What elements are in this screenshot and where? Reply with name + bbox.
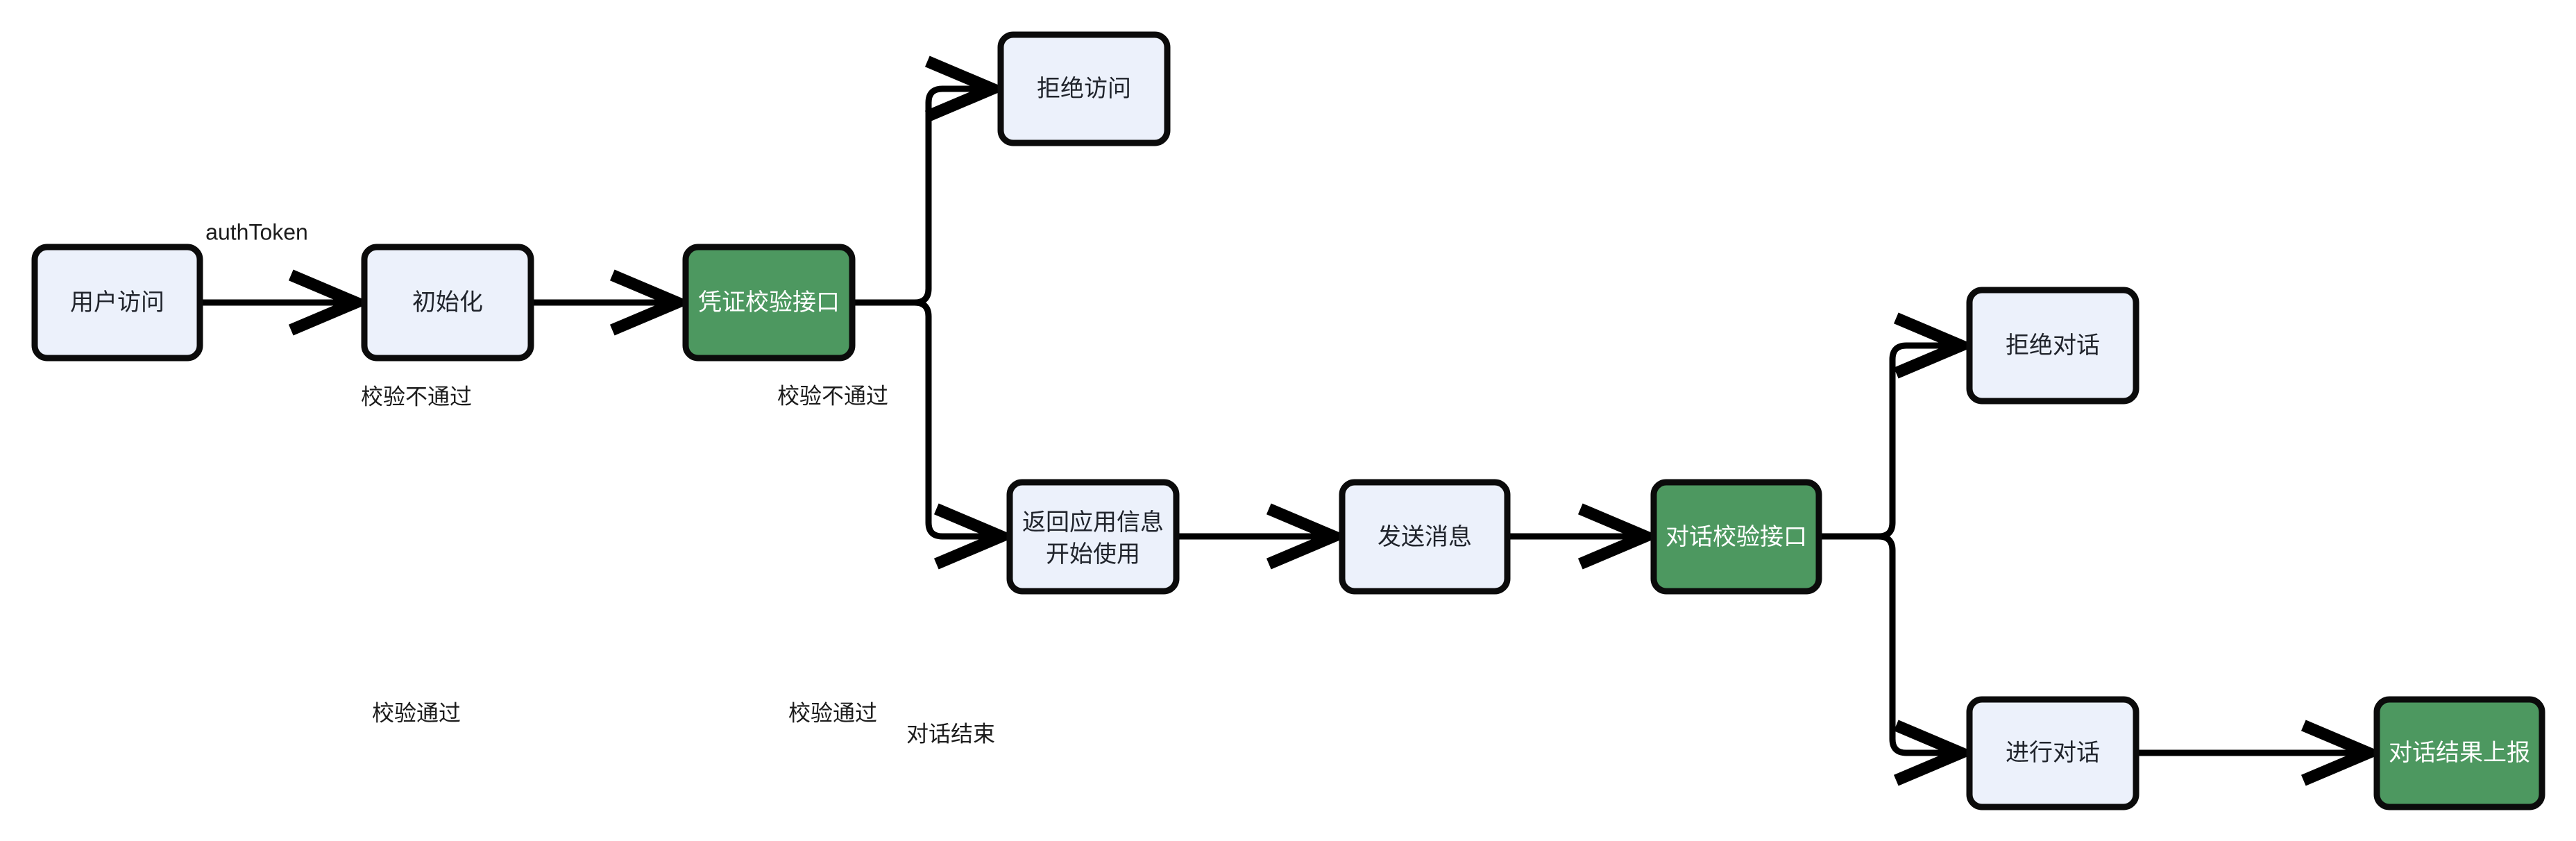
node-initialize-shape[interactable] — [361, 244, 534, 362]
edge-label-check-pass-dialog: 校验通过 — [788, 700, 877, 725]
node-user-access[interactable]: 用户访问 — [31, 244, 203, 362]
node-deny-dialog-shape[interactable] — [1966, 287, 2139, 405]
node-report-result-shape[interactable] — [2373, 696, 2545, 810]
edge-layer — [200, 89, 2368, 753]
node-deny-dialog[interactable]: 拒绝对话 — [1966, 287, 2139, 405]
node-deny-access-shape[interactable] — [997, 31, 1171, 146]
node-credential-api[interactable]: 凭证校验接口 — [682, 244, 856, 362]
node-layer: 用户访问 初始化 凭证校验接口 拒绝访问 返回应用信息 开始使用 — [31, 31, 2545, 810]
edge-label-check-fail-credential: 校验不通过 — [361, 384, 472, 409]
edge-credential-api-to-return-app-info — [914, 299, 1001, 536]
edge-label-check-fail-dialog: 校验不通过 — [777, 383, 888, 408]
node-dialog-check-api-shape[interactable] — [1650, 479, 1822, 595]
node-return-app-info-label-line2: 开始使用 — [1046, 541, 1140, 568]
node-deny-access[interactable]: 拒绝访问 — [997, 31, 1171, 146]
node-do-dialog-shape[interactable] — [1966, 696, 2139, 810]
node-user-access-shape[interactable] — [31, 244, 203, 362]
edge-label-check-pass-credential: 校验通过 — [372, 700, 461, 725]
edge-dialog-check-api-to-deny-dialog — [1878, 346, 1960, 540]
node-credential-api-shape[interactable] — [682, 244, 856, 362]
node-send-message[interactable]: 发送消息 — [1339, 479, 1511, 595]
node-dialog-check-api[interactable]: 对话校验接口 — [1650, 479, 1822, 595]
node-initialize-label: 初始化 — [412, 289, 483, 316]
edge-credential-api-to-deny-access — [914, 89, 992, 306]
node-user-access-label: 用户访问 — [70, 289, 164, 316]
node-report-result-label: 对话结果上报 — [2389, 740, 2530, 766]
node-do-dialog-label: 进行对话 — [2006, 740, 2100, 766]
node-credential-api-label: 凭证校验接口 — [698, 289, 840, 316]
node-initialize[interactable]: 初始化 — [361, 244, 534, 362]
node-send-message-label: 发送消息 — [1378, 524, 1472, 550]
node-deny-dialog-label: 拒绝对话 — [2006, 332, 2100, 359]
node-do-dialog[interactable]: 进行对话 — [1966, 696, 2139, 810]
node-send-message-shape[interactable] — [1339, 479, 1511, 595]
node-dialog-check-api-label: 对话校验接口 — [1666, 524, 1807, 550]
edge-label-auth-token: authToken — [205, 219, 308, 244]
node-return-app-info[interactable]: 返回应用信息 开始使用 — [1006, 479, 1180, 595]
node-return-app-info-label-line1: 返回应用信息 — [1022, 509, 1164, 536]
node-report-result[interactable]: 对话结果上报 — [2373, 696, 2545, 810]
node-deny-access-label: 拒绝访问 — [1037, 76, 1131, 102]
edge-label-layer: authToken 校验不通过 校验通过 校验不通过 校验通过 对话结束 — [205, 219, 995, 746]
edge-label-dialog-end: 对话结束 — [906, 721, 995, 746]
edge-dialog-check-api-to-do-dialog — [1878, 533, 1960, 753]
node-return-app-info-shape[interactable] — [1006, 479, 1180, 595]
